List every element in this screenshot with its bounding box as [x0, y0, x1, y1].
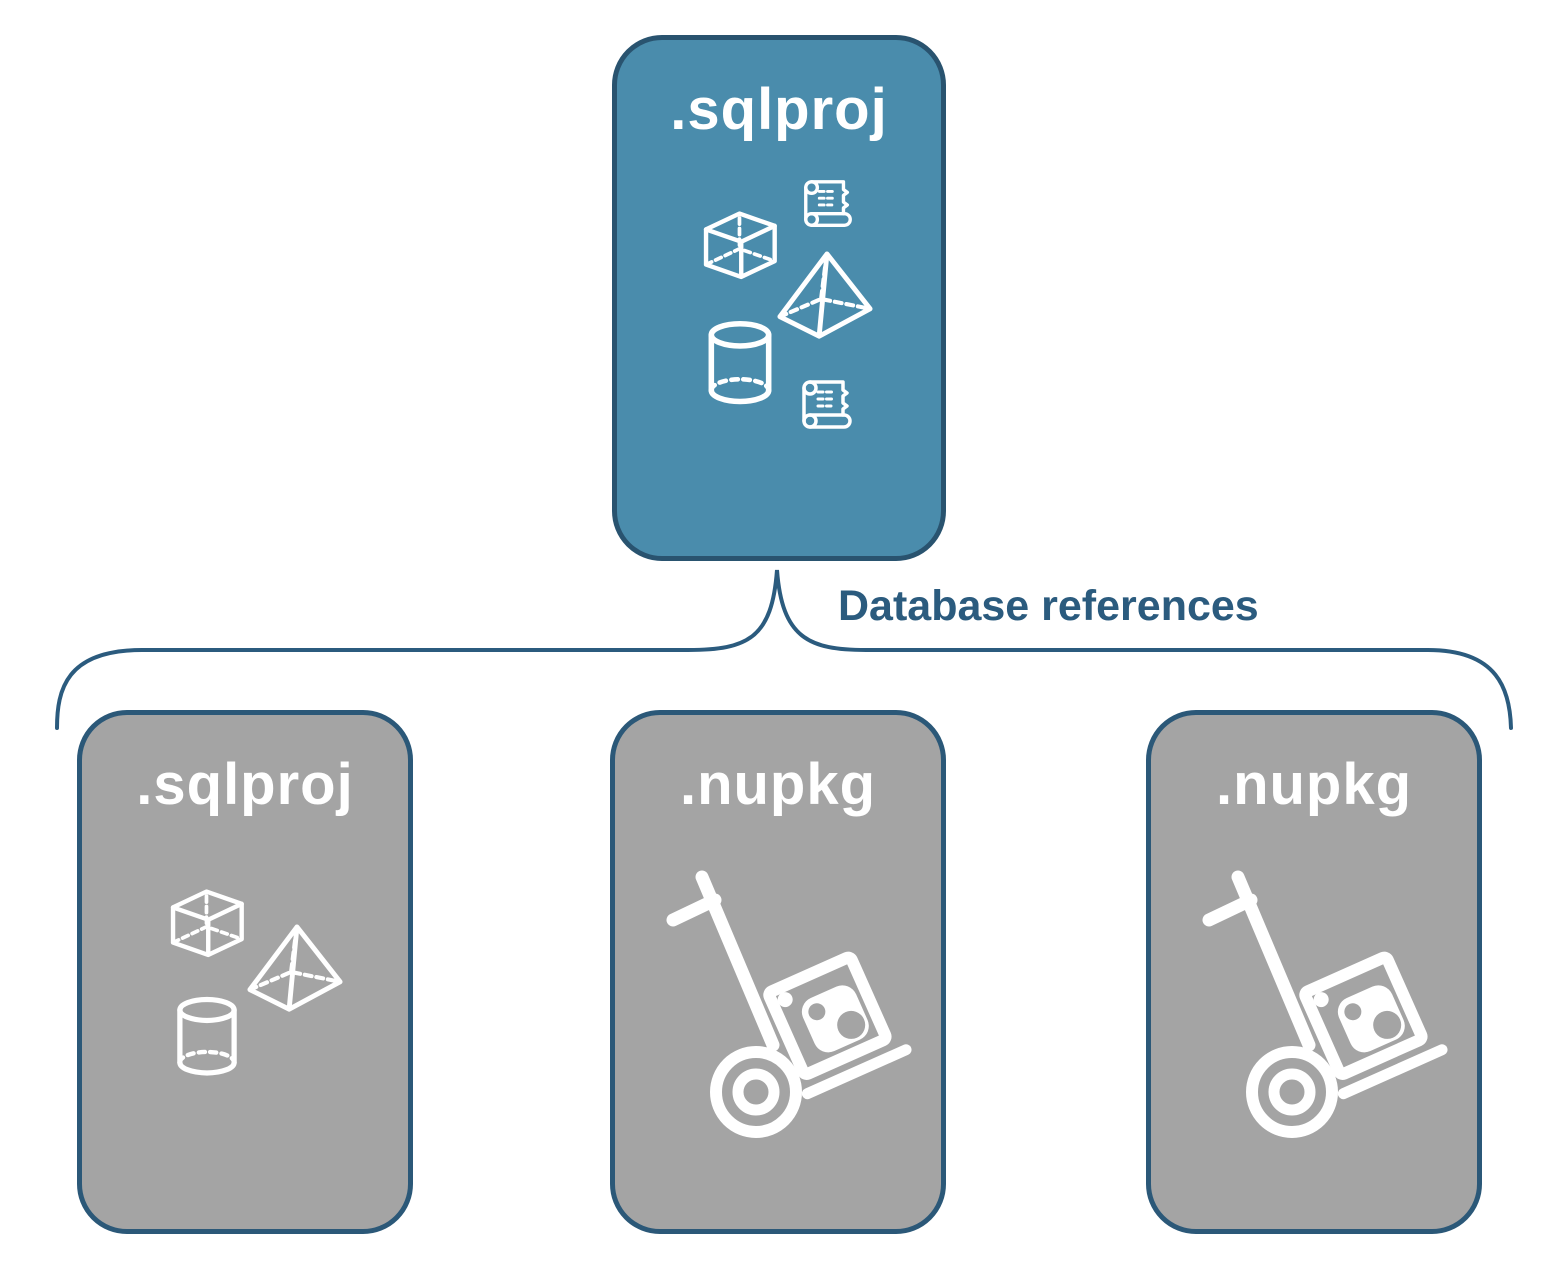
edge-label-database-references: Database references: [838, 582, 1259, 630]
scroll-icon: [799, 175, 857, 233]
node-label: .nupkg: [679, 752, 877, 817]
cube-icon: [699, 203, 787, 291]
node-label: .sqlproj: [670, 77, 888, 142]
cylinder-icon: [172, 995, 242, 1080]
node-label: .nupkg: [1215, 752, 1413, 817]
nuget-handtruck-icon: [1181, 855, 1481, 1155]
node-nupkg-child-1: .nupkg: [610, 710, 946, 1234]
node-sqlproj-child: .sqlproj: [77, 710, 413, 1234]
scroll-icon: [797, 375, 857, 435]
cube-icon: [166, 881, 254, 969]
pyramid-icon: [242, 923, 348, 1021]
node-nupkg-child-2: .nupkg: [1146, 710, 1482, 1234]
node-sqlproj-root: .sqlproj: [612, 35, 946, 561]
node-label: .sqlproj: [136, 752, 354, 817]
cylinder-icon: [703, 320, 777, 408]
nuget-handtruck-icon: [645, 855, 945, 1155]
pyramid-icon: [772, 250, 878, 348]
